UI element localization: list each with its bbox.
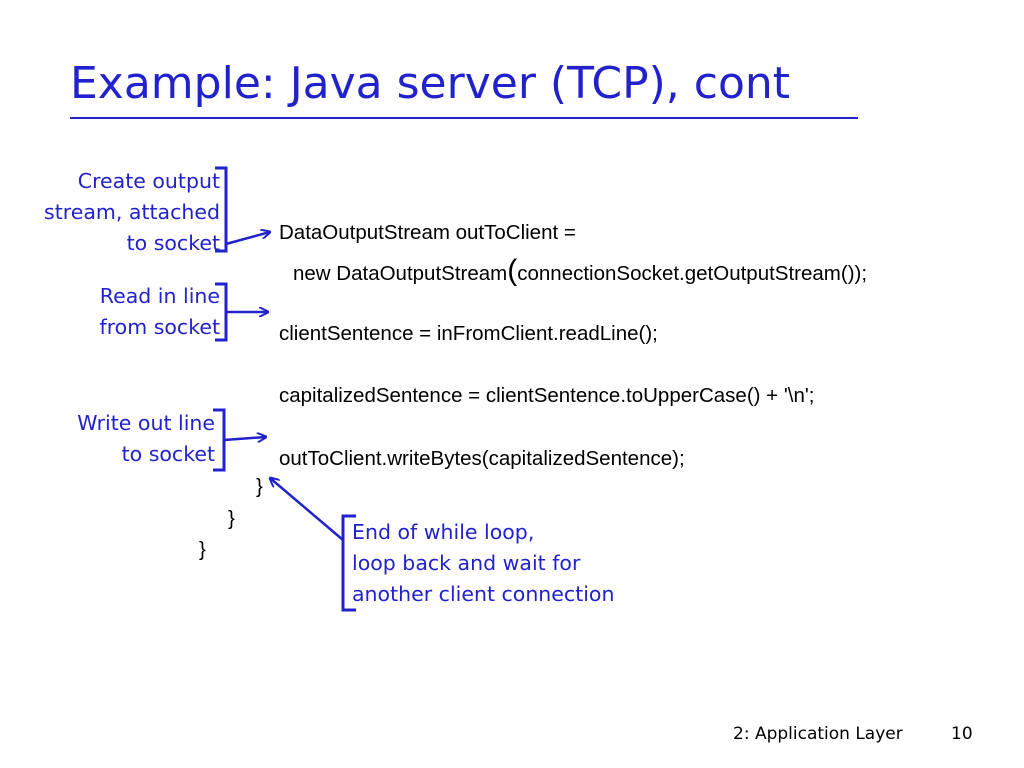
code-line-5: outToClient.writeBytes(capitalizedSenten… — [279, 447, 685, 470]
title-underline — [70, 117, 858, 119]
footer-section-label: 2: Application Layer — [733, 724, 903, 744]
annotation-line: from socket — [99, 315, 220, 339]
annotation-line: stream, attached — [44, 200, 220, 224]
annotation-line: loop back and wait for — [352, 551, 581, 575]
code-segment: connectionSocket.getOutputStream()); — [517, 262, 868, 285]
code-line-1: DataOutputStream outToClient = — [279, 221, 576, 244]
code-paren: ( — [507, 254, 518, 287]
annotation-line: End of while loop, — [352, 520, 535, 544]
bracket-write-line — [213, 408, 226, 472]
bracket-read-line — [215, 282, 228, 342]
code-closing-brace: } — [228, 507, 235, 530]
code-closing-brace: } — [199, 538, 206, 561]
code-segment: new DataOutputStream — [293, 262, 508, 285]
footer-page-number: 10 — [951, 724, 973, 744]
annotation-read-line: Read in line from socket — [0, 281, 220, 343]
annotation-line: to socket — [126, 231, 220, 255]
code-line-3: clientSentence = inFromClient.readLine()… — [279, 322, 658, 345]
arrow-to-code-line-1 — [225, 232, 270, 246]
code-closing-brace: } — [256, 475, 263, 498]
arrow-to-code-line-5 — [223, 437, 266, 440]
bracket-create-output — [215, 166, 228, 253]
code-line-4: capitalizedSentence = clientSentence.toU… — [279, 384, 815, 407]
code-line-2: new DataOutputStream(connectionSocket.ge… — [293, 256, 868, 286]
annotation-create-output-stream: Create output stream, attached to socket — [0, 166, 220, 259]
slide-title: Example: Java server (TCP), cont — [70, 58, 791, 109]
bracket-end-of-loop — [341, 514, 356, 612]
annotation-line: Create output — [77, 169, 220, 193]
annotation-end-of-loop: End of while loop, loop back and wait fo… — [352, 517, 614, 610]
annotation-line: to socket — [121, 442, 215, 466]
annotation-line: Read in line — [99, 284, 220, 308]
annotation-write-line: Write out line to socket — [0, 408, 215, 470]
annotation-line: Write out line — [77, 411, 215, 435]
annotation-line: another client connection — [352, 582, 615, 606]
arrow-to-closing-brace — [270, 478, 344, 541]
